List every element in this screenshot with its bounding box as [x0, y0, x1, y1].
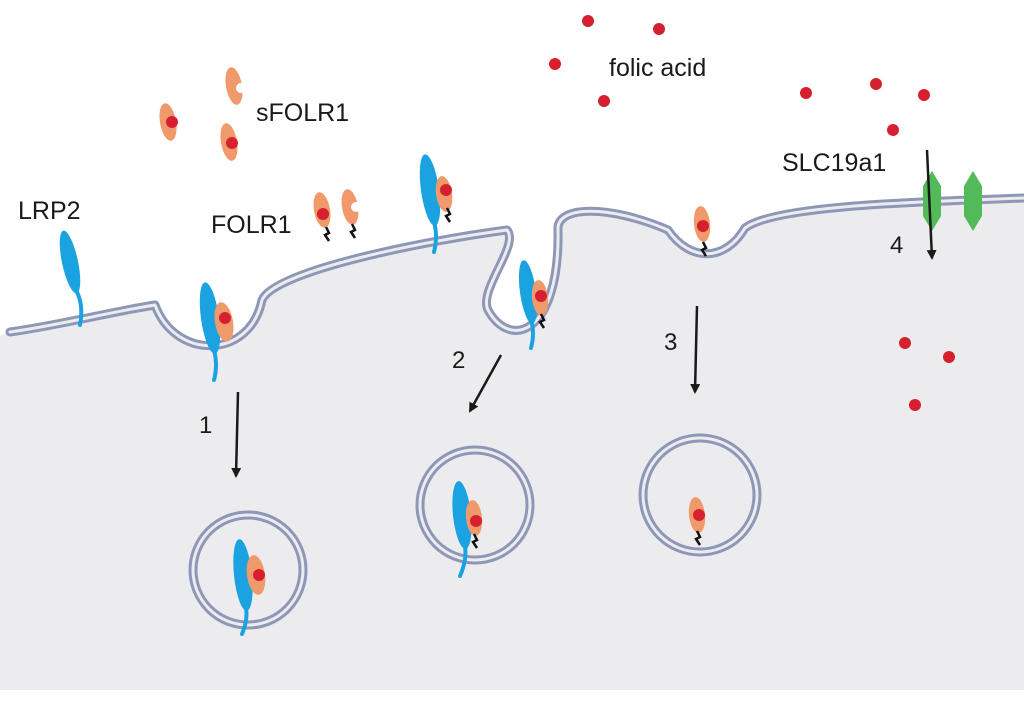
folr1-vesicle-2 — [465, 500, 483, 549]
label-lrp2: LRP2 — [18, 197, 81, 225]
label-folic-acid: folic acid — [609, 54, 706, 82]
folr1-vesicle-1 — [246, 555, 266, 595]
pathway-arrow-3 — [690, 305, 701, 394]
folr1-bound-pit-3 — [693, 206, 711, 257]
pathway-number-1: 1 — [199, 412, 212, 439]
pathway-arrow-2 — [468, 354, 503, 413]
slc19a1-transporter-2 — [964, 171, 982, 231]
vesicle-3 — [638, 433, 762, 557]
pathway-arrow-4 — [925, 149, 937, 260]
folr1-bound-membrane — [313, 192, 331, 242]
lrp2-receptor-vesicle-1 — [233, 539, 253, 636]
lrp2-receptor-top — [419, 154, 441, 254]
pathway-number-4: 4 — [890, 232, 903, 259]
plasma-membrane — [5, 193, 1024, 351]
pathway-number-3: 3 — [664, 329, 677, 356]
folic-acid-molecules — [549, 15, 955, 411]
folr1-empty-membrane — [341, 189, 361, 239]
label-folr1: FOLR1 — [211, 211, 292, 239]
sfolr1-empty — [225, 67, 246, 105]
folr1-bound-top — [435, 176, 453, 223]
lrp2-receptor-pit-2 — [518, 260, 538, 350]
pathway-arrow-1 — [231, 391, 242, 478]
cytoplasm — [0, 198, 1024, 690]
lrp2-receptor-vesicle-2 — [452, 481, 472, 578]
folr1-vesicle-3 — [688, 497, 706, 546]
label-sfolr1: sFOLR1 — [256, 99, 349, 127]
lrp2-receptor-pit-1 — [199, 282, 221, 382]
pathway-number-2: 2 — [452, 347, 465, 374]
lrp2-receptor-membrane — [59, 230, 84, 327]
label-slc19a1: SLC19a1 — [782, 149, 886, 177]
sfolr1-bound-2 — [220, 123, 238, 161]
folr1-bound-pit-2 — [531, 280, 549, 329]
folr1-bound-pit-1 — [214, 302, 234, 342]
sfolr1-bound-1 — [159, 103, 178, 141]
